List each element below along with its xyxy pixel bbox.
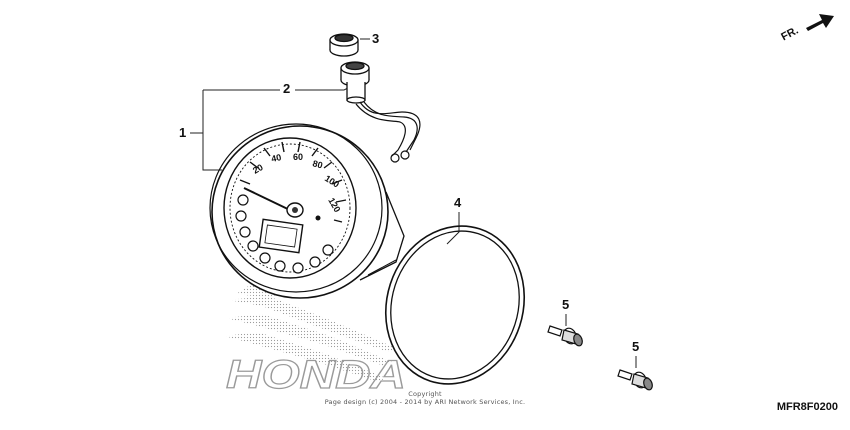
copyright-title: Copyright	[408, 390, 442, 398]
callout-2: 2	[283, 81, 291, 96]
dial-number-80: 80	[311, 158, 323, 170]
reset-knob	[315, 215, 321, 221]
leader-2-right	[295, 85, 353, 91]
leader-lines	[190, 38, 637, 368]
gauge-ticks	[239, 141, 347, 223]
copyright-line: Page design (c) 2004 - 2014 by ARI Netwo…	[324, 398, 526, 406]
dial-number-60: 60	[293, 152, 303, 162]
grommet-part-3	[329, 33, 359, 57]
bracket-1	[202, 90, 222, 171]
dial-number-40: 40	[270, 152, 282, 164]
indicator-lamps	[235, 194, 334, 274]
front-arrow-icon	[806, 14, 834, 31]
callout-4: 4	[454, 195, 462, 210]
callout-5b: 5	[632, 339, 640, 354]
leader-4	[446, 212, 460, 245]
callout-1: 1	[179, 125, 187, 140]
lcd-display	[258, 218, 304, 254]
callout-3: 3	[372, 31, 380, 46]
bulb-socket-part-2	[340, 61, 370, 104]
screw-part-5a	[547, 325, 583, 347]
speedometer-part-1: 20 40 60 80 100 120	[209, 123, 405, 299]
dial-number-20: 20	[251, 162, 265, 176]
gasket-ring-part-4	[384, 225, 526, 385]
screw-part-5b	[617, 369, 653, 391]
callout-5a: 5	[562, 297, 570, 312]
wire-harness	[355, 101, 421, 163]
gauge-needle	[243, 187, 295, 213]
diagram-code: MFR8F0200	[776, 401, 838, 413]
honda-watermark-text: HONDA	[226, 353, 406, 397]
